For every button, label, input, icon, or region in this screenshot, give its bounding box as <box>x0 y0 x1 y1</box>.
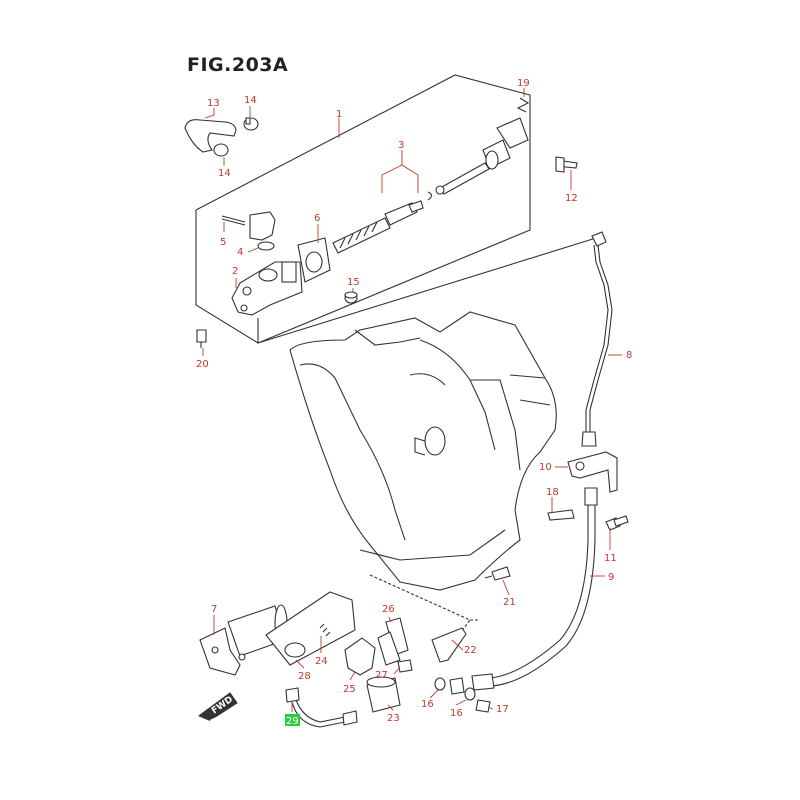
callout-5[interactable]: 5 <box>220 237 226 248</box>
callout-18[interactable]: 18 <box>546 487 559 498</box>
hose-clip[interactable] <box>243 117 259 131</box>
callout-17[interactable]: 17 <box>496 704 509 715</box>
push-rod[interactable] <box>435 117 529 195</box>
figure-title: FIG.203A <box>187 54 289 76</box>
spring[interactable] <box>319 623 331 637</box>
gasket-washer[interactable] <box>434 677 446 691</box>
callout-25[interactable]: 25 <box>343 684 356 695</box>
callout-4[interactable]: 4 <box>237 247 243 258</box>
bushing[interactable] <box>344 291 358 304</box>
bleeder-hose[interactable] <box>285 687 358 728</box>
callout-14[interactable]: 14 <box>218 168 231 179</box>
gasket[interactable] <box>297 237 331 283</box>
clevis-pin[interactable] <box>555 156 578 173</box>
callout-21[interactable]: 21 <box>503 597 516 608</box>
forward-arrow: FWD <box>198 692 238 721</box>
callout-6[interactable]: 6 <box>314 213 320 224</box>
bolt[interactable] <box>484 566 511 581</box>
callout-12[interactable]: 12 <box>565 193 578 204</box>
callout-10[interactable]: 10 <box>539 462 552 473</box>
callout-8[interactable]: 8 <box>626 350 632 361</box>
callout-9[interactable]: 9 <box>608 572 614 583</box>
callout-22[interactable]: 22 <box>464 645 477 656</box>
bolt[interactable] <box>605 515 629 531</box>
callout-3[interactable]: 3 <box>398 140 404 151</box>
reservoir-connector[interactable] <box>249 211 276 251</box>
release-bearing[interactable] <box>366 676 401 713</box>
fork-lever[interactable] <box>431 627 467 663</box>
callout-16[interactable]: 16 <box>450 708 463 719</box>
bolt[interactable] <box>475 699 491 713</box>
callout-7[interactable]: 7 <box>211 604 217 615</box>
callout-20[interactable]: 20 <box>196 359 209 370</box>
callout-16[interactable]: 16 <box>421 699 434 710</box>
callout-1[interactable]: 1 <box>336 109 342 120</box>
callout-19[interactable]: 19 <box>517 78 530 89</box>
callout-labels: 1 2 3 4 5 6 7 8 9 10 11 12 13 14 14 15 1… <box>196 78 632 727</box>
master-cylinder-box <box>195 74 531 344</box>
callout-15[interactable]: 15 <box>347 277 360 288</box>
piston-kit[interactable] <box>332 191 433 254</box>
callout-14[interactable]: 14 <box>244 95 257 106</box>
release-cylinder[interactable] <box>199 604 288 676</box>
snap-pin[interactable] <box>516 97 530 113</box>
clip[interactable] <box>547 509 575 521</box>
callout-27[interactable]: 27 <box>375 670 388 681</box>
hose-clip[interactable] <box>213 143 229 157</box>
callout-29[interactable]: 29 <box>286 716 299 727</box>
callout-13[interactable]: 13 <box>207 98 220 109</box>
callout-2[interactable]: 2 <box>232 266 238 277</box>
clutch-hose[interactable] <box>471 487 598 691</box>
bolt[interactable] <box>196 329 207 348</box>
callout-23[interactable]: 23 <box>387 713 400 724</box>
master-cylinder[interactable] <box>231 261 303 316</box>
transmission-case <box>289 311 557 591</box>
pipe-bracket[interactable] <box>567 451 618 493</box>
leader-lines <box>202 88 622 712</box>
callout-24[interactable]: 24 <box>315 656 328 667</box>
gasket-washer[interactable] <box>464 687 476 701</box>
cylinder-bracket[interactable] <box>265 591 356 666</box>
release-fork[interactable] <box>344 617 409 676</box>
bolt[interactable] <box>397 659 413 673</box>
callout-28[interactable]: 28 <box>298 671 311 682</box>
reservoir-hose[interactable] <box>184 119 237 153</box>
union-bolt[interactable] <box>449 677 465 695</box>
callout-26[interactable]: 26 <box>382 604 395 615</box>
callout-11[interactable]: 11 <box>604 553 617 564</box>
callout-29-highlight <box>285 714 300 726</box>
pin[interactable] <box>221 215 246 226</box>
clutch-pipe[interactable] <box>257 231 613 447</box>
